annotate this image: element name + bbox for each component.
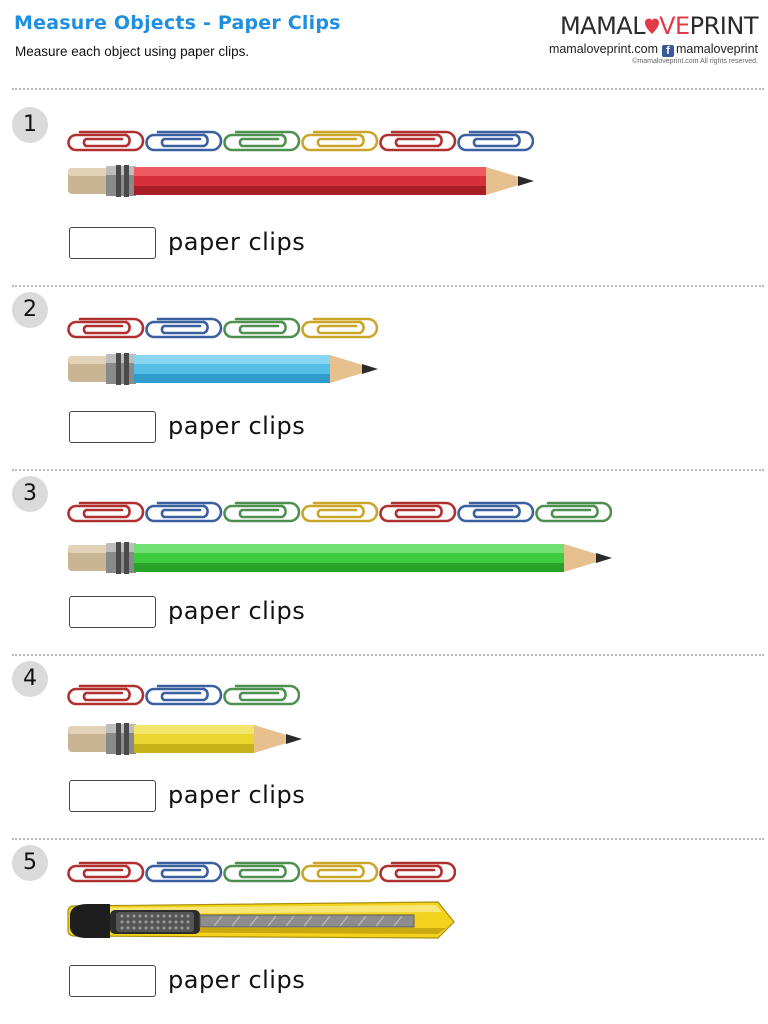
question-number: 5 xyxy=(12,845,48,881)
brand-logo-part2: VE xyxy=(659,12,690,40)
paper-clip-row xyxy=(67,684,300,706)
brand-copyright: ©mamaloveprint.com All rights reserved. xyxy=(632,58,758,65)
paper-clip-icon xyxy=(379,861,456,883)
paper-clip-icon xyxy=(223,317,301,339)
answer-box[interactable] xyxy=(69,411,156,443)
paper-clip-icon xyxy=(145,130,223,152)
blue-pencil xyxy=(68,353,378,385)
paper-clip-icon xyxy=(301,501,379,523)
question-number: 4 xyxy=(12,661,48,697)
paper-clip-icon xyxy=(223,130,301,152)
paper-clip-icon xyxy=(145,317,223,339)
worksheet-instruction: Measure each object using paper clips. xyxy=(15,44,250,59)
section-divider xyxy=(12,88,764,90)
unit-label: paper clips xyxy=(168,228,306,256)
paper-clip-icon xyxy=(145,684,223,706)
brand-logo-part1: MAMAL xyxy=(559,12,646,40)
unit-label: paper clips xyxy=(168,781,306,809)
section-divider xyxy=(12,469,764,471)
unit-label: paper clips xyxy=(168,412,306,440)
unit-label: paper clips xyxy=(168,597,306,625)
paper-clip-icon xyxy=(67,684,145,706)
answer-box[interactable] xyxy=(69,227,156,259)
utility-knife xyxy=(67,901,455,939)
paper-clip-icon xyxy=(67,861,145,883)
paper-clip-icon xyxy=(457,130,534,152)
answer-box[interactable] xyxy=(69,596,156,628)
paper-clip-icon xyxy=(301,861,379,883)
paper-clip-row xyxy=(67,317,378,339)
paper-clip-row xyxy=(67,861,456,883)
facebook-icon: f xyxy=(662,45,675,57)
paper-clip-icon xyxy=(301,317,378,339)
paper-clip-icon xyxy=(145,861,223,883)
paper-clip-row xyxy=(67,130,534,152)
paper-clip-icon xyxy=(301,130,379,152)
paper-clip-icon xyxy=(223,501,301,523)
answer-box[interactable] xyxy=(69,965,156,997)
brand-website: mamaloveprint.com xyxy=(548,42,659,56)
paper-clip-icon xyxy=(223,861,301,883)
paper-clip-icon xyxy=(67,501,145,523)
section-divider xyxy=(12,654,764,656)
question-number: 3 xyxy=(12,476,48,512)
brand-facebook: mamaloveprint xyxy=(676,42,758,56)
brand-logo: MAMAL VEPRINT xyxy=(549,12,759,40)
green-pencil xyxy=(68,542,612,574)
brand-logo-part3: PRINT xyxy=(689,12,759,40)
paper-clip-icon xyxy=(145,501,223,523)
red-pencil xyxy=(68,165,534,197)
paper-clip-icon xyxy=(223,684,300,706)
section-divider xyxy=(12,838,764,840)
paper-clip-icon xyxy=(379,501,457,523)
paper-clip-icon xyxy=(457,501,535,523)
question-number: 1 xyxy=(12,107,48,143)
yellow-pencil xyxy=(68,723,302,755)
heart-icon xyxy=(645,18,660,34)
section-divider xyxy=(12,285,764,287)
paper-clip-icon xyxy=(67,317,145,339)
worksheet-title: Measure Objects - Paper Clips xyxy=(14,12,341,34)
paper-clip-row xyxy=(67,501,612,523)
question-number: 2 xyxy=(12,292,48,328)
unit-label: paper clips xyxy=(168,966,306,994)
paper-clip-icon xyxy=(379,130,457,152)
paper-clip-icon xyxy=(67,130,145,152)
paper-clip-icon xyxy=(535,501,612,523)
answer-box[interactable] xyxy=(69,780,156,812)
